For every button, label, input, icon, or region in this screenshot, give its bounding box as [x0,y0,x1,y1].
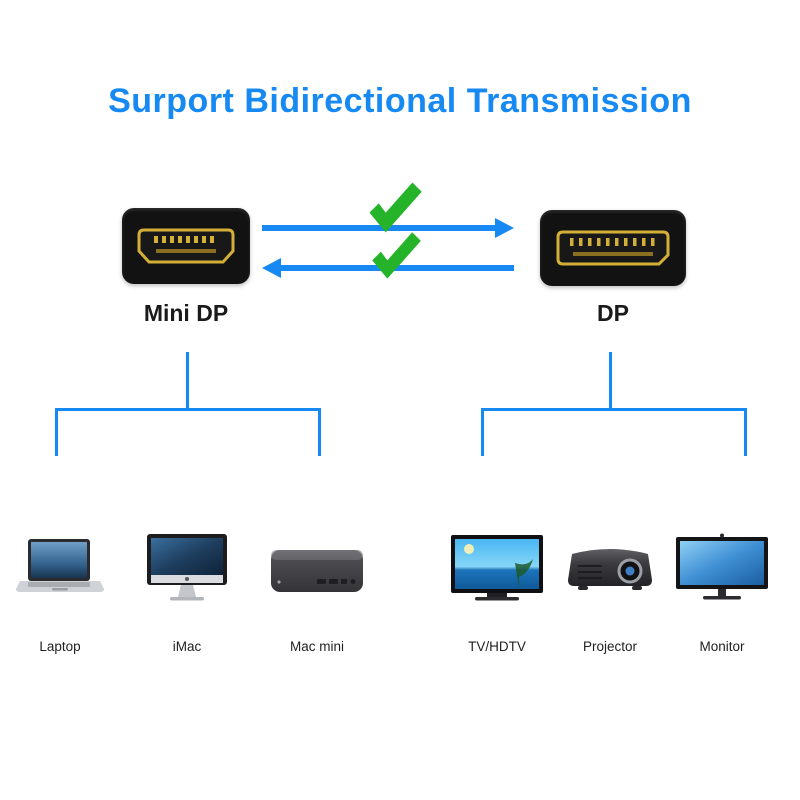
monitor-icon [674,515,770,623]
tree-line [481,408,747,411]
mini-dp-label: Mini DP [143,300,229,326]
tree-line [55,408,58,456]
tree-line [609,352,612,410]
device-projector: Projector [550,515,670,654]
arrow-right-icon [262,218,514,238]
device-label: TV/HDTV [468,639,526,654]
green-checkmark-icon [369,182,422,233]
device-label: Laptop [39,639,81,654]
imac-icon [141,515,233,623]
mac-mini-icon [269,515,365,623]
dp-connector-icon [540,210,686,286]
device-imac: iMac [127,515,247,654]
tree-line [744,408,747,456]
device-mac-mini: Mac mini [257,515,377,654]
tree-line [318,408,321,456]
green-checkmark-icon [372,232,421,279]
device-label: iMac [172,639,202,654]
device-monitor: Monitor [662,515,782,654]
device-tv: TV/HDTV [437,515,557,654]
tree-line [55,408,321,411]
device-label: Projector [582,639,638,654]
arrow-left-icon [262,258,514,278]
dp-label: DP [597,300,629,326]
mini-dp-connector-icon [122,208,250,284]
tree-line [481,408,484,456]
device-label: Mac mini [289,639,344,654]
dp-port-graphic [556,230,670,266]
device-label: Monitor [699,639,745,654]
laptop-icon [14,515,106,623]
tv-icon [449,515,545,623]
projector-icon [562,515,658,623]
device-laptop: Laptop [0,515,120,654]
tree-line [186,352,189,410]
mini-dp-port-graphic [137,228,235,264]
page-title: Surport Bidirectional Transmission [108,82,692,120]
